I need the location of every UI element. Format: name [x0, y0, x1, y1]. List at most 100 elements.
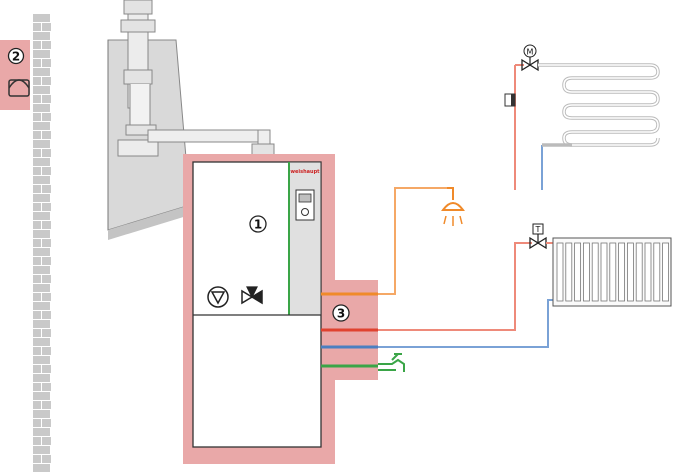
brick	[42, 311, 51, 319]
callout-1: 1	[249, 215, 267, 233]
brick	[33, 86, 50, 94]
brick	[33, 149, 41, 157]
brick	[33, 392, 50, 400]
radiator-fin	[609, 242, 617, 302]
chimney	[107, 0, 275, 240]
brick	[33, 212, 50, 220]
brick	[42, 401, 51, 409]
svg-text:2: 2	[12, 50, 20, 64]
brick	[42, 293, 51, 301]
radiator-fin	[627, 242, 634, 302]
brick	[42, 275, 51, 283]
brick	[33, 167, 41, 175]
brick	[33, 410, 50, 418]
brick	[33, 221, 41, 229]
control-display-icon	[295, 189, 315, 221]
thermostat-valve-icon: T	[529, 223, 556, 250]
brick	[42, 383, 51, 391]
brick	[33, 275, 41, 283]
brick	[33, 464, 50, 472]
brick	[33, 77, 41, 85]
brick	[33, 455, 41, 463]
brick	[33, 50, 50, 58]
brick	[33, 23, 41, 31]
brick	[33, 113, 41, 121]
brick	[33, 68, 50, 76]
radiator-fin	[565, 242, 573, 302]
radiator-fin	[556, 242, 564, 302]
brick	[33, 446, 50, 454]
radiator-fin	[618, 242, 625, 302]
brick	[33, 131, 41, 139]
brick	[33, 14, 50, 22]
motor-valve-icon: M	[521, 44, 539, 72]
brick	[33, 248, 50, 256]
brick	[33, 32, 50, 40]
brick	[42, 257, 51, 265]
brick	[33, 41, 41, 49]
radiator-fin	[662, 242, 669, 302]
brick	[42, 95, 51, 103]
shower-icon	[441, 187, 465, 226]
radiator-fin	[635, 242, 643, 302]
radiator-fin	[644, 242, 652, 302]
brick	[33, 266, 50, 274]
brick	[33, 176, 50, 184]
outdoor-sensor-icon	[8, 79, 30, 97]
room-sensor-icon	[504, 93, 516, 107]
brick	[33, 239, 41, 247]
brick	[42, 167, 51, 175]
radiator-fin	[574, 242, 581, 302]
callout-3: 3	[332, 304, 350, 322]
radiator-fin	[653, 242, 661, 302]
brick	[33, 347, 41, 355]
brick	[33, 203, 41, 211]
radiator-icon	[552, 237, 672, 307]
brick	[33, 59, 41, 67]
underfloor-group: M	[504, 44, 660, 190]
brick	[42, 131, 51, 139]
pipe-connections: 3	[321, 187, 556, 368]
pump-icon	[207, 286, 229, 308]
brick	[42, 329, 51, 337]
brick	[42, 437, 51, 445]
brick	[33, 293, 41, 301]
brick	[42, 221, 51, 229]
brick	[33, 158, 50, 166]
brick	[33, 365, 41, 373]
underfloor-heating-icon	[538, 63, 660, 147]
brick	[42, 203, 51, 211]
boiler-unit: weishaupt 1	[192, 161, 322, 448]
brick	[33, 320, 50, 328]
brick	[33, 437, 41, 445]
brick	[42, 185, 51, 193]
brick	[33, 419, 41, 427]
brick	[33, 374, 50, 382]
outdoor-sensor-group: 2	[0, 40, 30, 110]
callout-2: 2	[7, 47, 25, 65]
brick	[33, 338, 50, 346]
brick	[42, 419, 51, 427]
faucet-icon	[378, 353, 405, 372]
radiator-group: T	[529, 223, 672, 307]
brick	[42, 149, 51, 157]
radiator-fin	[600, 242, 608, 302]
brick	[33, 311, 41, 319]
brick	[42, 455, 51, 463]
brick	[33, 257, 41, 265]
brick	[33, 284, 50, 292]
brick	[42, 41, 51, 49]
brick	[42, 77, 51, 85]
brick	[42, 239, 51, 247]
three-way-valve-icon	[241, 286, 263, 305]
svg-text:M: M	[527, 48, 534, 57]
brick	[33, 194, 50, 202]
svg-text:3: 3	[337, 307, 345, 321]
brick	[42, 59, 51, 67]
brick	[42, 23, 51, 31]
brick	[42, 365, 51, 373]
radiator-fin	[583, 242, 590, 302]
brick	[33, 140, 50, 148]
radiator-fin	[591, 242, 599, 302]
